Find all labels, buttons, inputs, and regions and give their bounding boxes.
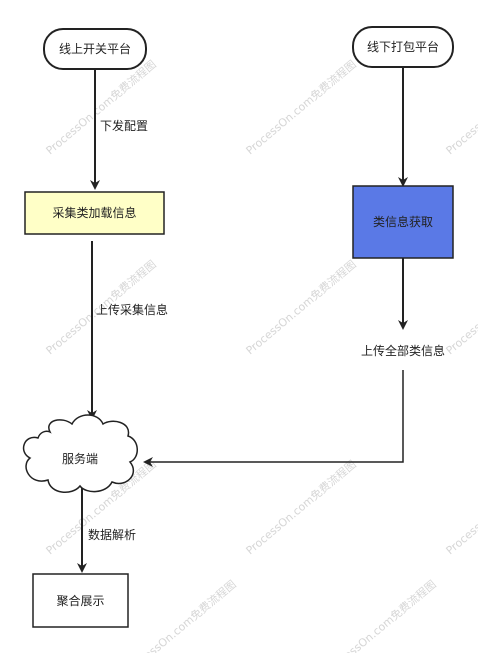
- node-server: 服务端: [22, 414, 138, 493]
- node-aggregate-shape: [32, 573, 129, 628]
- node-collect-load-shape: [24, 191, 165, 235]
- watermark-9: ProcessOn.com免费流程图: [443, 457, 478, 557]
- label-upload-all-class: 上传全部类信息: [361, 343, 445, 358]
- edge-labels: 下发配置 上传采集信息 上传全部类信息 数据解析: [88, 118, 445, 542]
- node-class-info: 类信息获取: [352, 185, 454, 259]
- node-offline-platform: 线下打包平台: [352, 26, 454, 68]
- node-collect-load: 采集类加载信息: [24, 191, 165, 235]
- watermark-6: ProcessOn.com免费流程图: [443, 257, 478, 357]
- node-online-platform-shape: [43, 28, 147, 70]
- edge-label-to-server: [143, 370, 404, 467]
- label-issue-config: 下发配置: [100, 118, 148, 133]
- node-online-platform: 线上开关平台: [43, 28, 147, 70]
- node-aggregate: 聚合展示: [32, 573, 129, 628]
- label-data-parse: 数据解析: [88, 527, 136, 542]
- node-server-shape: [22, 414, 138, 493]
- watermark-1: ProcessOn.com免费流程图: [43, 57, 159, 157]
- watermark-8: ProcessOn.com免费流程图: [243, 457, 359, 557]
- node-collect-load-label: 采集类加载信息: [52, 205, 136, 220]
- node-class-info-shape: [352, 185, 454, 259]
- watermark-3: ProcessOn.com免费流程图: [443, 57, 478, 157]
- node-aggregate-label: 聚合展示: [56, 593, 104, 608]
- label-upload-collect: 上传采集信息: [96, 302, 168, 317]
- node-online-platform-label: 线上开关平台: [59, 41, 131, 56]
- watermark-10: ProcessOn.com免费流程图: [123, 577, 239, 653]
- watermark-2: ProcessOn.com免费流程图: [243, 57, 359, 157]
- edges: [77, 67, 408, 573]
- watermark-5: ProcessOn.com免费流程图: [243, 257, 359, 357]
- node-server-label: 服务端: [62, 451, 98, 466]
- node-offline-platform-shape: [352, 26, 454, 68]
- node-offline-platform-label: 线下打包平台: [367, 39, 439, 54]
- watermark-11: ProcessOn.com免费流程图: [323, 577, 439, 653]
- node-class-info-label: 类信息获取: [373, 214, 433, 229]
